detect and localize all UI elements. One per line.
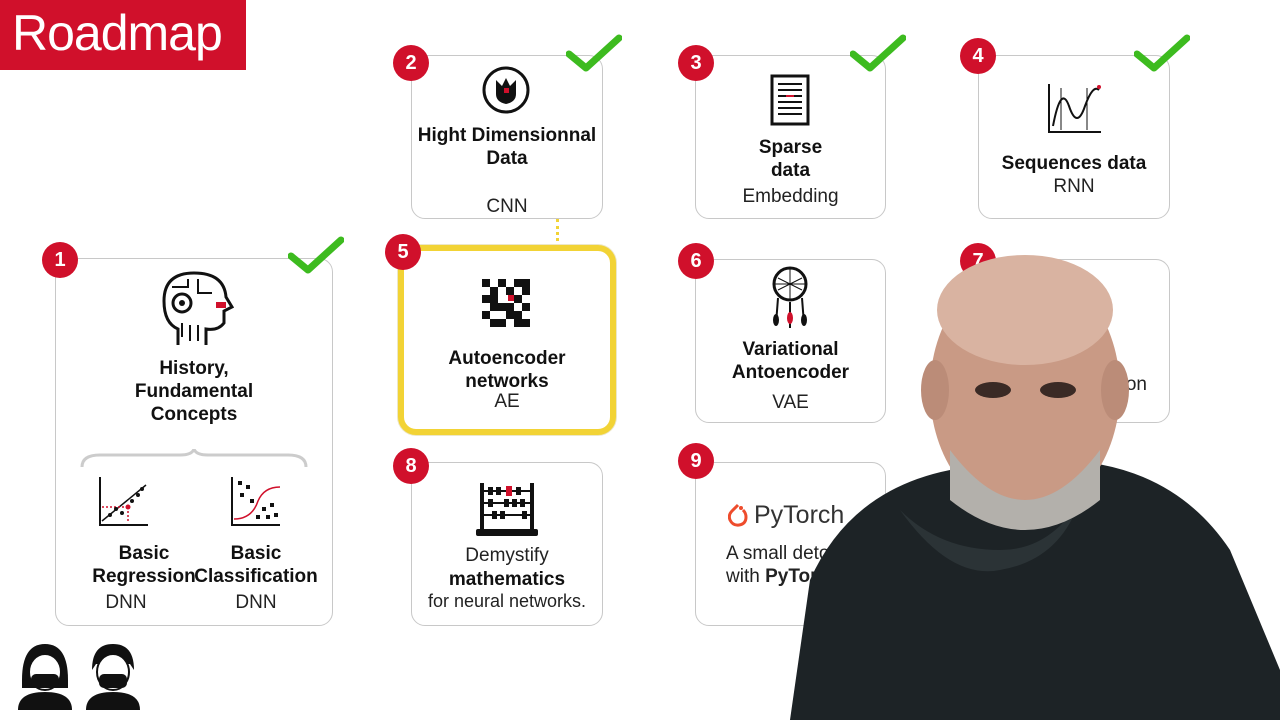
check-icon xyxy=(1134,34,1190,72)
step-number-badge: 8 xyxy=(393,448,429,484)
masked-person-icon xyxy=(86,644,140,710)
classification-plot-icon xyxy=(231,477,281,526)
card-line: A small detou xyxy=(726,543,841,564)
tulip-icon xyxy=(482,66,530,114)
card-title: Hight Dimensionnal Data xyxy=(417,125,597,169)
document-icon xyxy=(770,74,810,126)
presenter-video xyxy=(790,255,1280,720)
card-high-dimensional[interactable]: Hight Dimensionnal Data CNN xyxy=(411,55,603,219)
pytorch-flame-icon xyxy=(728,503,748,527)
step-number-badge: 5 xyxy=(385,234,421,270)
card-title: Variational Antoencoder xyxy=(731,339,850,383)
card-subtitle: CNN xyxy=(486,196,528,217)
step-number-badge: 3 xyxy=(678,45,714,81)
card-sparse-data[interactable]: Sparse data Embedding xyxy=(695,55,886,219)
pixel-grid-icon xyxy=(482,279,530,327)
card-title: mathematics xyxy=(448,569,566,590)
sine-wave-icon xyxy=(1048,84,1101,133)
card-history[interactable]: History, Fundamental Concepts Basic Regr… xyxy=(55,258,333,626)
card-subtitle: VAE xyxy=(772,392,809,413)
step-number-badge: 4 xyxy=(960,38,996,74)
check-icon xyxy=(566,34,622,72)
card-sequences[interactable]: Sequences data RNN xyxy=(978,55,1170,219)
card-line: Demystify xyxy=(465,545,549,566)
pytorch-logo-text: PyTorch xyxy=(754,501,845,529)
check-icon xyxy=(850,34,906,72)
title-banner: Roadmap xyxy=(0,0,246,70)
card-autoencoder[interactable]: Autoencoder networks AE xyxy=(398,245,616,435)
card-subtitle: Embedding xyxy=(742,186,839,207)
card-line-prefix: with xyxy=(726,566,766,587)
card-vae[interactable]: Variational Antoencoder VAE xyxy=(695,259,886,423)
step-number-badge: 6 xyxy=(678,243,714,279)
card-title: History, Fundamental Concepts xyxy=(134,358,254,425)
dreamcatcher-icon xyxy=(772,266,808,328)
card-title: Autoencoder networks xyxy=(448,348,566,392)
card-subtitle: DNN xyxy=(235,592,277,613)
card-line: for neural networks. xyxy=(427,591,587,611)
card-title: Sparse data xyxy=(758,137,823,181)
card-mathematics[interactable]: Demystify mathematics for neural network… xyxy=(411,462,603,626)
masked-person-icon xyxy=(18,644,72,710)
card-subtitle: AE xyxy=(494,391,520,412)
step-number-badge: 2 xyxy=(393,45,429,81)
card-title: Basic Regression xyxy=(92,543,196,587)
robot-head-icon xyxy=(162,271,234,345)
card-title: Basic Classification xyxy=(194,543,318,587)
brace-divider xyxy=(80,449,308,468)
check-icon xyxy=(288,236,344,274)
page-title: Roadmap xyxy=(12,5,223,61)
abacus-icon xyxy=(476,483,538,536)
card-subtitle: RNN xyxy=(1053,176,1095,197)
step-number-badge: 9 xyxy=(678,443,714,479)
card-subtitle: DNN xyxy=(105,592,147,613)
card-title: Sequences data xyxy=(1001,153,1147,174)
regression-plot-icon xyxy=(99,477,148,526)
connector-line xyxy=(556,219,559,241)
step-number-badge: 1 xyxy=(42,242,78,278)
